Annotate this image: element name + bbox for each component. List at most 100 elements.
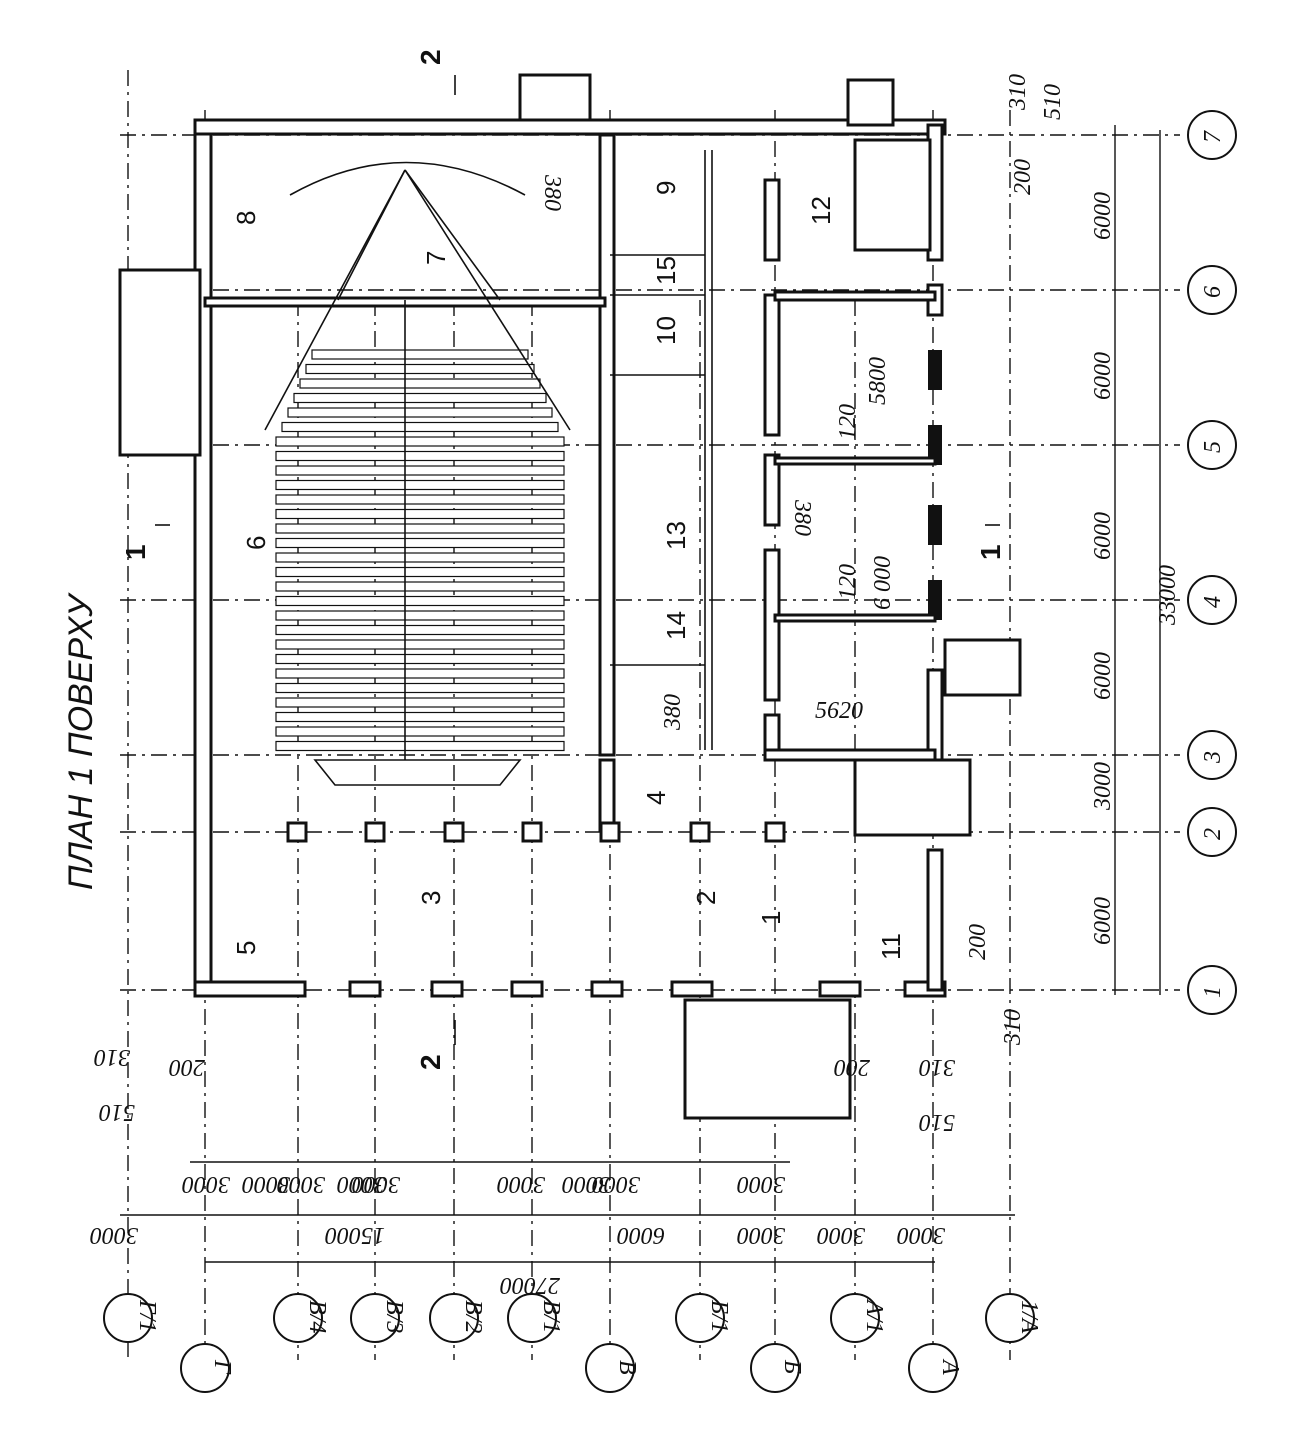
stage-sightlines — [264, 161, 571, 431]
plan-title: ПЛАН 1 ПОВЕРХУ — [62, 592, 100, 890]
axis-6: 6 — [1200, 286, 1226, 298]
axis-G1: Г/1 — [134, 1299, 160, 1332]
section-2-bottom: 2 — [415, 1054, 446, 1070]
seat-row — [275, 639, 565, 650]
dim-b2-4: 3000 — [737, 1222, 786, 1248]
seat-row — [281, 421, 559, 433]
dim-b2-6: 3000 — [897, 1222, 946, 1248]
seat-row — [275, 436, 565, 447]
dim-right-top-310: 310 — [1005, 74, 1031, 111]
dim-b2-3: 6000 — [617, 1222, 665, 1248]
dim-b2-2: 15000 — [325, 1222, 385, 1248]
seat-row — [275, 711, 565, 723]
dim-br-200: 200 — [834, 1054, 870, 1080]
axis-7: 7 — [1200, 130, 1226, 143]
dim-380-c: 380 — [660, 694, 686, 731]
room-12: 12 — [806, 196, 836, 225]
seat-row — [311, 349, 529, 360]
seat-row — [275, 682, 565, 694]
axis-V3: В/3 — [381, 1300, 407, 1333]
room-14: 14 — [661, 611, 691, 640]
seat-row — [275, 697, 565, 708]
axis-G: Г — [209, 1359, 235, 1375]
seat-row — [275, 624, 565, 636]
dim-b1-2: 3000 — [242, 1171, 291, 1197]
staircases — [118, 73, 1022, 1120]
seat-row — [275, 610, 565, 621]
seat-row — [275, 566, 565, 578]
dim-5620: 5620 — [815, 698, 863, 724]
room-9: 9 — [651, 181, 681, 195]
auditorium-seats — [275, 349, 565, 752]
room-10: 10 — [651, 316, 681, 345]
room-6: 6 — [241, 536, 271, 550]
dim-right-1: 6000 — [1090, 897, 1116, 945]
room-numbers: 1 2 3 4 5 6 7 8 9 10 11 12 13 14 15 — [231, 181, 906, 960]
dim-b1-7: 3000 — [562, 1171, 611, 1197]
axis-V: В — [614, 1360, 640, 1375]
seat-row — [275, 581, 565, 592]
dim-right-top-200: 200 — [1010, 159, 1036, 195]
letter-axis-markers: Г/1 Г В/4 В/3 В/2 В/1 В Б/1 Б А/1 А 1/А — [103, 1293, 1042, 1393]
seat-row — [275, 450, 565, 462]
dim-br-310: 310 — [919, 1054, 956, 1080]
interior-dimensions: 380 120 5800 380 120 6 000 5620 380 — [539, 174, 896, 731]
dim-bl-310: 310 — [94, 1044, 131, 1070]
dim-bl-200: 200 — [169, 1054, 205, 1080]
seat-row — [275, 668, 565, 679]
axis-3: 3 — [1200, 751, 1226, 764]
dim-b1-5: 3000 — [352, 1171, 401, 1197]
seat-row — [275, 508, 565, 520]
axis-V4: В/4 — [304, 1300, 330, 1333]
dim-b1-3: 3000 — [277, 1171, 326, 1197]
dim-bl-510: 510 — [99, 1099, 135, 1125]
dim-right-bottom-310: 310 — [1000, 1009, 1026, 1046]
room-3: 3 — [416, 891, 446, 905]
axis-A1: А/1 — [861, 1298, 887, 1333]
axis-V1: В/1 — [538, 1300, 564, 1333]
seat-row — [275, 595, 565, 607]
dim-right-top-510: 510 — [1040, 84, 1066, 120]
dim-right-4: 6000 — [1090, 512, 1116, 560]
dim-right-2: 3000 — [1090, 762, 1116, 811]
section-1-left: 1 — [120, 544, 151, 560]
dim-b2-5: 3000 — [817, 1222, 866, 1248]
bottom-dimension-chains: 3000 3000 3000 3000 3000 3000 3000 3000 … — [90, 1044, 1015, 1298]
dim-120-a: 120 — [835, 404, 861, 440]
seat-row — [275, 726, 565, 737]
seat-row — [275, 479, 565, 491]
foyer-columns — [286, 821, 786, 843]
seat-row — [275, 740, 565, 752]
seat-row — [299, 378, 541, 389]
seat-row — [275, 653, 565, 665]
right-dimension-chain: 6000 3000 6000 6000 6000 6000 33000 310 … — [965, 74, 1181, 1046]
axis-1A: 1/А — [1016, 1300, 1042, 1334]
dim-5800: 5800 — [865, 357, 891, 405]
room-8: 8 — [231, 211, 261, 225]
dim-right-3: 6000 — [1090, 652, 1116, 700]
dim-b1-9: 3000 — [737, 1171, 786, 1197]
dim-right-bottom-200: 200 — [965, 924, 991, 960]
room-7: 7 — [421, 251, 451, 265]
axis-1: 1 — [1200, 986, 1226, 998]
section-marks: 2 2 1 1 — [120, 49, 1006, 1070]
room-13: 13 — [661, 521, 691, 550]
dim-380-b: 380 — [789, 499, 815, 536]
section-1-right: 1 — [975, 544, 1006, 560]
dim-right-total: 33000 — [1155, 565, 1181, 626]
seat-row — [275, 552, 565, 563]
room-2: 2 — [691, 891, 721, 905]
dim-br-510: 510 — [919, 1109, 955, 1135]
numeric-axis-markers: 1 2 3 4 5 6 7 — [1187, 110, 1237, 1015]
dim-b1-4: 3000 — [337, 1171, 386, 1197]
dim-380-a: 380 — [539, 174, 565, 211]
dim-6000-inner: 6 000 — [870, 556, 896, 610]
section-2-top: 2 — [415, 49, 446, 65]
dim-right-5: 6000 — [1090, 352, 1116, 400]
room-11: 11 — [876, 933, 906, 960]
dim-b1-1: 3000 — [182, 1171, 231, 1197]
axis-2: 2 — [1200, 828, 1226, 840]
dim-b2-1: 3000 — [90, 1222, 139, 1248]
dim-120-b: 120 — [835, 564, 861, 600]
